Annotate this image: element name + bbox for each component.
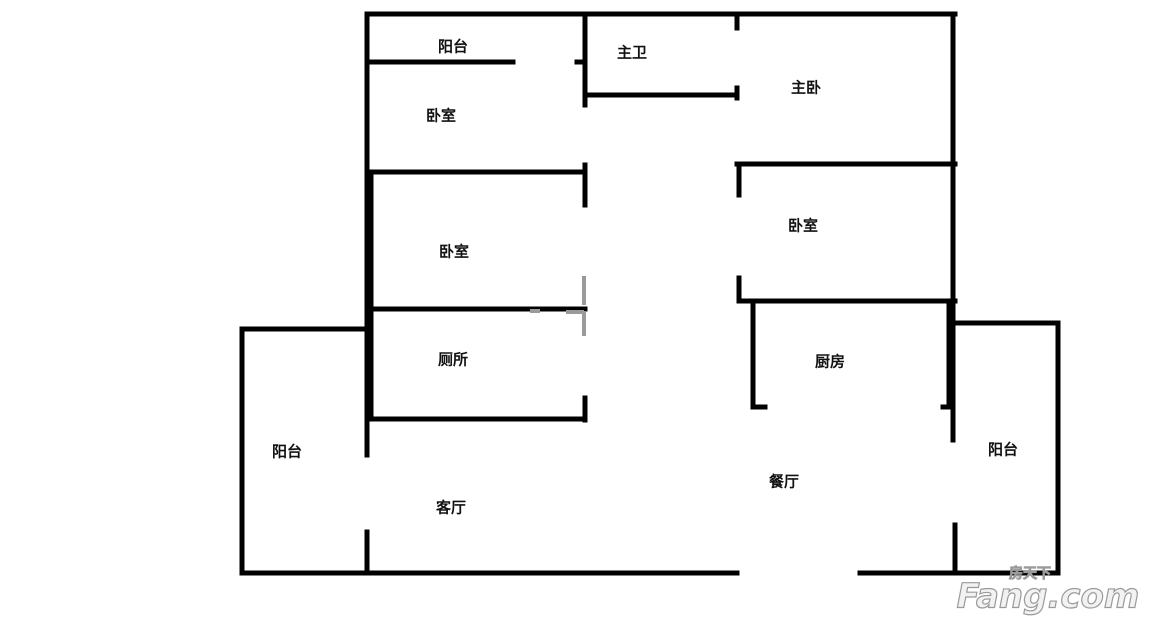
room-label-bedroom-2: 卧室 bbox=[439, 243, 469, 261]
watermark-site: Fang.com bbox=[957, 577, 1140, 617]
room-label-dining-room: 餐厅 bbox=[769, 473, 799, 491]
room-label-balcony-left: 阳台 bbox=[272, 443, 302, 461]
room-label-bedroom-3: 卧室 bbox=[788, 217, 818, 235]
watermark: 房天下 Fang.com bbox=[956, 565, 1140, 618]
room-label-master-bedroom: 主卧 bbox=[791, 79, 821, 97]
watermark-brand: 房天下 bbox=[1009, 565, 1051, 582]
room-label-bedroom-1: 卧室 bbox=[426, 107, 456, 125]
room-label-master-bath: 主卫 bbox=[617, 44, 647, 62]
room-label-toilet: 厕所 bbox=[438, 351, 468, 369]
room-label-balcony-right: 阳台 bbox=[988, 441, 1018, 459]
room-label-living-room: 客厅 bbox=[435, 499, 466, 517]
room-label-kitchen: 厨房 bbox=[815, 353, 845, 371]
walls bbox=[239, 11, 1061, 576]
room-label-balcony-top: 阳台 bbox=[438, 38, 468, 56]
